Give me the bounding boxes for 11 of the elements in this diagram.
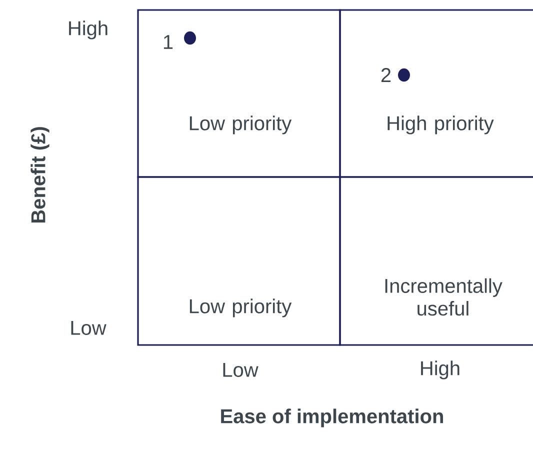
axis-value: Low [71, 321, 106, 335]
data-point [398, 68, 410, 82]
axis-value: High [69, 20, 108, 40]
point-number: 1 [164, 35, 173, 49]
axis-title: Benefit (£) [30, 127, 50, 223]
axis-title: Ease of implementation [221, 408, 443, 428]
quadrant-box: Incrementally useful [339, 176, 533, 346]
data-point [184, 31, 196, 45]
point-number: 2 [381, 68, 391, 82]
quadrant-box: Low priority [137, 176, 341, 346]
axis-value: Low [223, 363, 258, 377]
